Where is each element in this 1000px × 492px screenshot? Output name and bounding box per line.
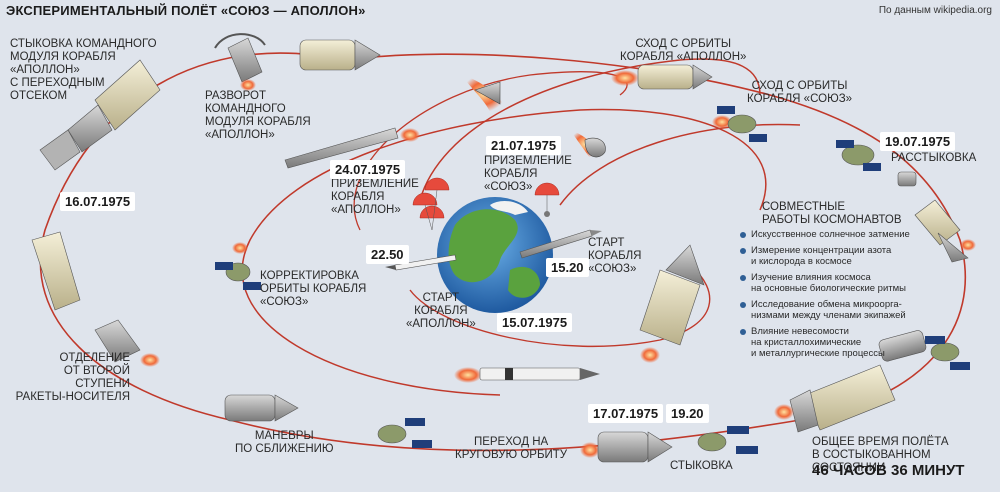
soyuz-launch-rocket xyxy=(519,229,602,259)
undocking-apollo xyxy=(914,199,976,263)
joint-work-item: Искусственное солнечное затмение xyxy=(740,229,940,240)
date-16-07: 16.07.1975 xyxy=(60,192,136,211)
command-module-docking xyxy=(39,59,161,171)
earth xyxy=(437,197,553,313)
undocking-soyuz xyxy=(836,140,881,171)
label-turn-command-module: РАЗВОРОТ КОМАНДНОГО МОДУЛЯ КОРАБЛЯ «АПОЛ… xyxy=(205,90,311,141)
source-note: По данным wikipedia.org xyxy=(878,5,992,16)
label-docking: СТЫКОВКА xyxy=(670,460,733,472)
label-apollo-landing: ПРИЗЕМЛЕНИЕ КОРАБЛЯ «АПОЛЛОН» xyxy=(331,178,419,216)
date-24-07: 24.07.1975 xyxy=(330,160,406,179)
time-22-50: 22.50 xyxy=(366,245,409,264)
page-title: ЭКСПЕРИМЕНТАЛЬНЫЙ ПОЛЁТ «СОЮЗ — АПОЛЛОН» xyxy=(6,3,366,18)
parachute-soyuz xyxy=(534,182,560,217)
docked-apollo-bottom-right xyxy=(774,364,896,433)
soyuz-correction-ship xyxy=(215,242,261,290)
joint-work-item: Изучение влияния космоса на основные био… xyxy=(740,272,940,294)
time-15-20: 15.20 xyxy=(546,258,589,277)
docking-apollo xyxy=(580,431,673,463)
apollo-right-middle xyxy=(639,244,705,363)
label-circular-orbit: ПЕРЕХОД НА КРУГОВУЮ ОРБИТУ xyxy=(455,436,568,461)
apollo-rocket-bottom xyxy=(454,367,600,383)
apollo-top-left xyxy=(299,39,381,71)
label-soyuz-launch: СТАРТ КОРАБЛЯ «СОЮЗ» xyxy=(588,237,642,275)
apollo-reentry-capsule xyxy=(462,75,505,112)
joint-work-list: Искусственное солнечное затмение Измерен… xyxy=(740,229,940,364)
inner-orbit-middle xyxy=(559,123,801,206)
label-undocking: РАССТЫКОВКА xyxy=(891,152,977,164)
apollo-launch-rocket xyxy=(385,254,457,271)
label-apollo-launch: СТАРТ КОРАБЛЯ «АПОЛЛОН» xyxy=(406,292,476,330)
soyuz-reentry-capsule xyxy=(570,130,606,158)
label-joint-work: СОВМЕСТНЫЕ РАБОТЫ КОСМОНАВТОВ xyxy=(762,201,902,226)
label-stage-separation: ОТДЕЛЕНИЕ ОТ ВТОРОЙ СТУПЕНИ РАКЕТЫ-НОСИТ… xyxy=(15,352,130,403)
outer-orbit xyxy=(39,52,966,452)
label-approach-maneuvers: МАНЕВРЫ ПО СБЛИЖЕНИЮ xyxy=(235,430,334,455)
date-19-07: 19.07.1975 xyxy=(880,132,956,151)
label-soyuz-correction: КОРРЕКТИРОВКА ОРБИТЫ КОРАБЛЯ «СОЮЗ» xyxy=(260,270,367,308)
apollo-turn-module xyxy=(214,33,266,91)
approach-ship xyxy=(224,394,299,422)
inner-orbit-soyuz xyxy=(419,58,761,201)
time-19-20: 19.20 xyxy=(666,404,709,423)
undocking-module xyxy=(897,171,917,187)
date-15-07: 15.07.1975 xyxy=(497,313,573,332)
docked-complex-right xyxy=(878,330,970,370)
label-total-time: ОБЩЕЕ ВРЕМЯ ПОЛЁТА В СОСТЫКОВАННОМ СОСТО… xyxy=(812,436,949,474)
date-21-07: 21.07.1975 xyxy=(486,136,562,155)
soyuz-rocket-top xyxy=(284,127,420,169)
label-soyuz-deorbit: СХОД С ОРБИТЫ КОРАБЛЯ «СОЮЗ» xyxy=(747,80,853,105)
soyuz-deorbit-ship xyxy=(712,106,767,142)
docking-soyuz xyxy=(697,426,758,454)
date-17-07: 17.07.1975 xyxy=(588,404,664,423)
parachute-apollo xyxy=(412,177,450,231)
rocket-second-stage xyxy=(31,231,160,367)
joint-work-item: Исследование обмена микроорга- низмами м… xyxy=(740,299,940,321)
apollo-deorbit-ship xyxy=(611,64,713,90)
lower-inner-orbit xyxy=(409,264,711,348)
joint-work-item: Измерение концентрации азота и кислорода… xyxy=(740,245,940,267)
label-docking-command-module: СТЫКОВКА КОМАНДНОГО МОДУЛЯ КОРАБЛЯ «АПОЛ… xyxy=(10,38,157,102)
joint-work-item: Влияние невесомости на кристаллохимическ… xyxy=(740,326,940,359)
total-time-value: 46 ЧАСОВ 36 МИНУТ xyxy=(812,462,965,479)
label-apollo-deorbit: СХОД С ОРБИТЫ КОРАБЛЯ «АПОЛЛОН» xyxy=(620,38,747,63)
circular-orbit-soyuz xyxy=(377,418,432,448)
label-soyuz-landing: ПРИЗЕМЛЕНИЕ КОРАБЛЯ «СОЮЗ» xyxy=(484,155,572,193)
